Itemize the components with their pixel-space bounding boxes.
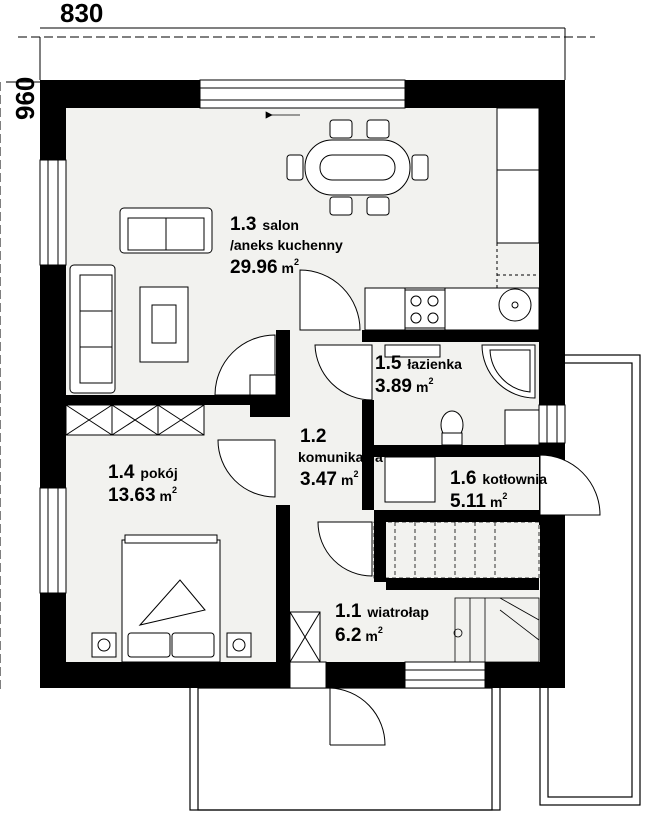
window-right-bath xyxy=(538,404,566,444)
boiler xyxy=(384,456,436,503)
bed xyxy=(121,534,221,663)
interior-walls xyxy=(66,330,539,662)
svg-text:6.2m2: 6.2m2 xyxy=(335,625,383,646)
cabinet xyxy=(249,374,277,396)
window-bottom-entrance-left xyxy=(289,661,327,689)
stairs xyxy=(373,521,540,663)
sofa-left xyxy=(69,264,116,394)
svg-text:komunikacja: komunikacja xyxy=(298,449,383,465)
window-left-salon xyxy=(39,159,67,266)
bathroom-fixtures xyxy=(384,344,540,446)
nightstands xyxy=(91,632,252,658)
sofa-top xyxy=(119,207,213,254)
window-left-pokoj xyxy=(39,487,67,594)
window-top-salon xyxy=(199,79,406,109)
coffee-table xyxy=(139,286,189,363)
doors xyxy=(214,269,601,746)
width-dimension-label: 830 xyxy=(60,0,103,28)
svg-text:1.2: 1.2 xyxy=(300,426,326,447)
wardrobe xyxy=(65,404,205,436)
windows xyxy=(39,79,566,689)
dining-chairs xyxy=(286,119,429,216)
dining-table xyxy=(304,139,411,196)
svg-text:/aneks kuchenny: /aneks kuchenny xyxy=(230,237,343,253)
sink xyxy=(498,288,532,322)
dimension-lines xyxy=(0,27,595,690)
stove xyxy=(404,289,446,329)
height-dimension-label: 960 xyxy=(10,77,40,120)
window-bottom-entrance-right xyxy=(404,661,486,689)
wiatrolap-cabinet xyxy=(289,611,321,663)
